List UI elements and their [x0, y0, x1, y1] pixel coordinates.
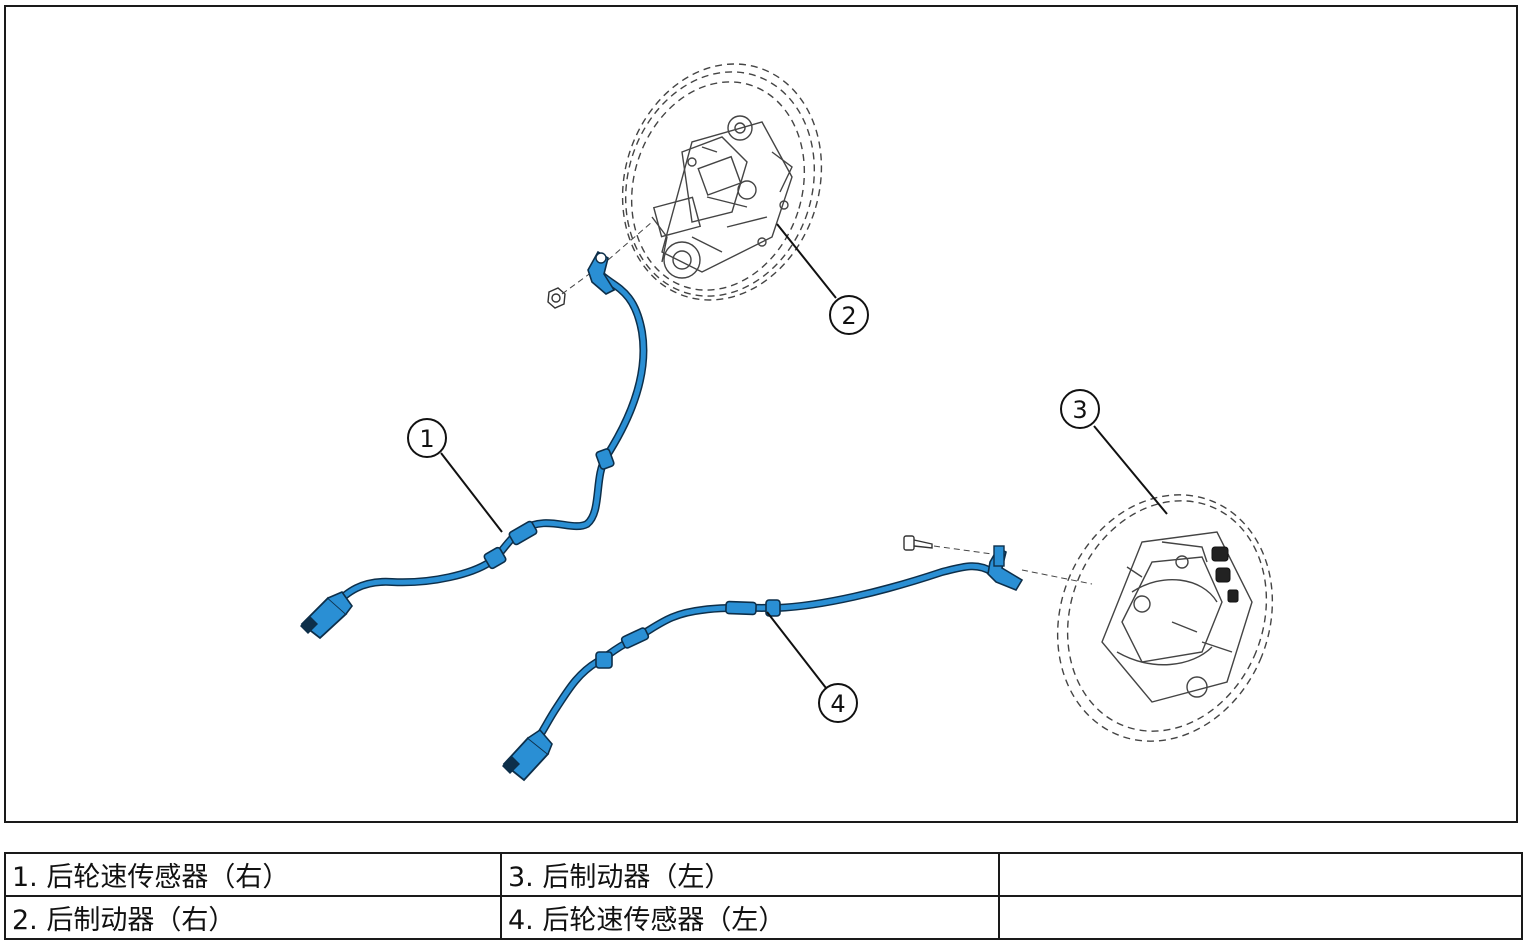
parts-illustration: 1 2 3 4: [300, 63, 1274, 782]
legend-cell: 1. 后轮速传感器（右）: [4, 852, 502, 897]
legend-cell: 4. 后轮速传感器（左）: [500, 895, 1000, 940]
callout-number: 2: [841, 302, 856, 330]
right-rear-brake: [621, 63, 823, 301]
legend-cell: [998, 895, 1523, 940]
legend-cell: 3. 后制动器（左）: [500, 852, 1000, 897]
legend-cell: 2. 后制动器（右）: [4, 895, 502, 940]
diagram-figure: 1 2 3 4: [4, 5, 1518, 823]
callout-1: 1: [407, 418, 447, 458]
bolt-icon: [903, 535, 933, 551]
callout-number: 4: [830, 690, 845, 718]
callout-number: 1: [419, 425, 434, 453]
parts-legend-table: 1. 后轮速传感器（右） 3. 后制动器（左） 2. 后制动器（右） 4. 后轮…: [4, 852, 1523, 940]
callout-number: 3: [1072, 396, 1087, 424]
nut-icon: [547, 287, 566, 309]
leader-line-3: [1093, 425, 1168, 515]
legend-row: 1. 后轮速传感器（右） 3. 后制动器（左）: [4, 852, 1523, 897]
leader-line-4: [766, 611, 827, 689]
leader-line-1: [440, 452, 503, 533]
right-wheel-speed-sensor: [300, 250, 648, 640]
brake-spring-icon: [1211, 546, 1239, 603]
legend-row: 2. 后制动器（右） 4. 后轮速传感器（左）: [4, 895, 1523, 940]
left-rear-brake: [1056, 494, 1274, 742]
leader-line-2: [776, 223, 837, 299]
callout-4: 4: [818, 683, 858, 723]
left-wheel-speed-sensor: [502, 545, 1024, 782]
callout-3: 3: [1060, 389, 1100, 429]
callout-2: 2: [829, 295, 869, 335]
legend-cell: [998, 852, 1523, 897]
